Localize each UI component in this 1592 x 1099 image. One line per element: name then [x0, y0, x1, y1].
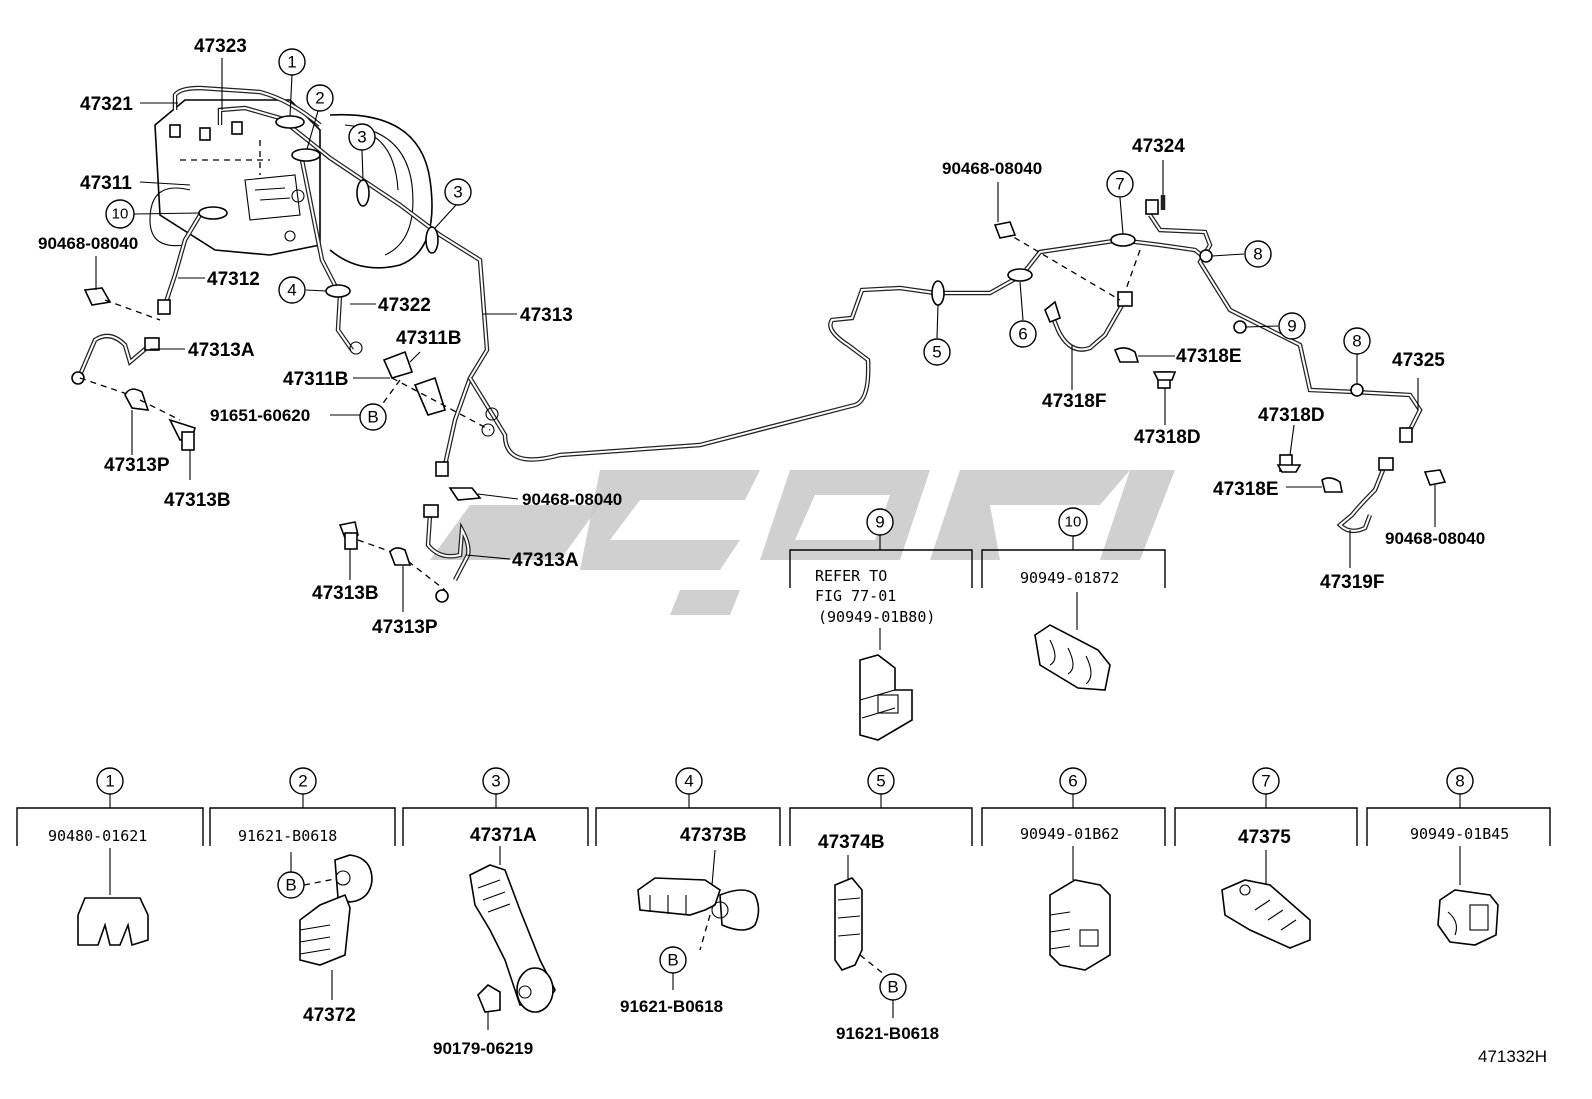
svg-text:B: B: [887, 978, 898, 997]
label-90468-d: 90468-08040: [1385, 529, 1485, 548]
label-90468-a: 90468-08040: [38, 234, 138, 253]
box-3: 3 47371A 90179-06219: [402, 767, 589, 1058]
front-right-hose: [338, 350, 491, 603]
svg-text:8: 8: [1253, 245, 1262, 264]
svg-text:6: 6: [1018, 325, 1027, 344]
svg-text:90949-01872: 90949-01872: [1020, 569, 1119, 587]
label-90179: 90179-06219: [433, 1039, 533, 1058]
svg-text:B: B: [367, 408, 378, 427]
part-labels: 47323 47321 47311 90468-08040 47312 4731…: [38, 36, 1485, 638]
svg-text:B: B: [285, 876, 296, 895]
label-91651: 91651-60620: [210, 406, 310, 425]
rear-hoses: [993, 221, 1447, 534]
svg-text:90949-01B62: 90949-01B62: [1020, 825, 1119, 843]
label-47312: 47312: [207, 269, 260, 290]
label-47318f: 47318F: [1042, 391, 1106, 412]
svg-text:47371A: 47371A: [470, 825, 537, 846]
label-47313b-b: 47313B: [312, 583, 379, 604]
svg-text:3: 3: [357, 128, 366, 147]
svg-text:6: 6: [1068, 772, 1077, 791]
label-47313a-a: 47313A: [188, 340, 255, 361]
svg-text:47373B: 47373B: [680, 825, 747, 846]
label-47313: 47313: [520, 305, 573, 326]
svg-text:5: 5: [932, 343, 941, 362]
label-47318d-b: 47318D: [1258, 405, 1325, 426]
svg-text:FIG 77-01: FIG 77-01: [815, 587, 896, 605]
box-8: 8 90949-01B45: [1366, 767, 1551, 946]
svg-text:REFER TO: REFER TO: [815, 567, 887, 585]
svg-text:10: 10: [112, 206, 129, 223]
svg-text:(90949-01B80): (90949-01B80): [818, 608, 935, 626]
svg-text:4: 4: [287, 281, 296, 300]
svg-text:10: 10: [1065, 514, 1082, 531]
svg-text:90949-01B45: 90949-01B45: [1410, 825, 1509, 843]
label-47325: 47325: [1392, 350, 1445, 371]
label-47313p-a: 47313P: [104, 455, 170, 476]
svg-text:2: 2: [315, 89, 324, 108]
svg-text:7: 7: [1115, 175, 1124, 194]
svg-text:8: 8: [1455, 772, 1464, 791]
box-6: 6 90949-01B62: [981, 767, 1166, 971]
label-47313b-a: 47313B: [164, 490, 231, 511]
svg-text:4: 4: [684, 772, 693, 791]
watermark-logo: [430, 470, 1175, 615]
box-4: 4 47373B B 91621-B0618: [595, 767, 781, 1016]
label-47318e-a: 47318E: [1176, 346, 1242, 367]
svg-text:1: 1: [105, 772, 114, 791]
label-47318d-a: 47318D: [1134, 427, 1201, 448]
diagram-code: 471332H: [1478, 1047, 1547, 1066]
label-91621-b4: 91621-B0618: [620, 997, 723, 1016]
svg-text:8: 8: [1352, 332, 1361, 351]
svg-text:7: 7: [1261, 772, 1270, 791]
box-5: 5 47374B B 91621-B0618: [789, 767, 973, 1043]
svg-text:47375: 47375: [1238, 827, 1291, 848]
svg-text:1: 1: [287, 53, 296, 72]
label-90468-c: 90468-08040: [942, 159, 1042, 178]
front-left-hose: [71, 287, 196, 451]
svg-text:9: 9: [1287, 317, 1296, 336]
box-9: 9 REFER TO FIG 77-01 (90949-01B80): [789, 508, 973, 741]
label-47311: 47311: [80, 173, 132, 194]
leader-lines: [95, 58, 1436, 612]
svg-text:B: B: [667, 951, 678, 970]
label-47311b-left: 47311B: [283, 369, 349, 390]
label-47372: 47372: [303, 1005, 356, 1026]
label-47313a-b: 47313A: [512, 550, 579, 571]
brake-tubes: [157, 85, 1423, 477]
svg-text:90480-01621: 90480-01621: [48, 827, 147, 845]
box-1: 1 90480-01621: [16, 767, 204, 947]
label-47311b-top: 47311B: [396, 328, 462, 349]
label-47322: 47322: [378, 295, 431, 316]
svg-text:9: 9: [875, 513, 884, 532]
svg-text:5: 5: [876, 772, 885, 791]
box-2: 2 91621-B0618 B 47372: [209, 767, 396, 1026]
svg-text:2: 2: [298, 772, 307, 791]
label-47323: 47323: [194, 36, 247, 57]
box-7: 7 47375: [1174, 767, 1358, 949]
svg-text:91621-B0618: 91621-B0618: [238, 827, 337, 845]
label-47319f: 47319F: [1320, 572, 1384, 593]
box-10: 10 90949-01872: [981, 507, 1166, 691]
label-47318e-b: 47318E: [1213, 479, 1279, 500]
callout-circles: 1 2 3 3 4 10 B 5 6 7 8 9 8: [105, 48, 1371, 431]
label-91621-b5: 91621-B0618: [836, 1024, 939, 1043]
svg-text:3: 3: [491, 772, 500, 791]
label-47324: 47324: [1132, 136, 1185, 157]
label-90468-b: 90468-08040: [522, 490, 622, 509]
svg-text:47374B: 47374B: [818, 832, 885, 853]
svg-text:3: 3: [453, 183, 462, 202]
label-47313p-b: 47313P: [372, 617, 438, 638]
label-47321: 47321: [80, 94, 133, 115]
